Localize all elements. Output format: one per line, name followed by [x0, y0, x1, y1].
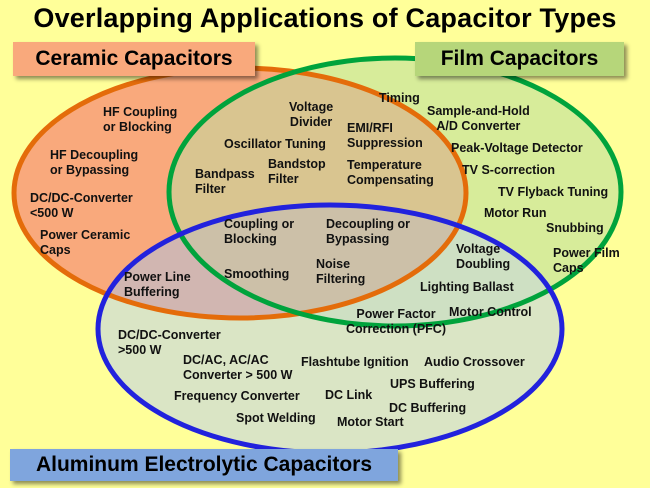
label-tv-s-correction: TV S-correction — [462, 163, 556, 177]
label-flashtube: Flashtube Ignition — [301, 355, 409, 369]
label-power-line-buffering: Power Line Buffering — [124, 270, 191, 299]
label-dc-link: DC Link — [325, 388, 373, 402]
label-motor-control: Motor Control — [449, 305, 532, 319]
label-voltage-doubling: Voltage Doubling — [456, 242, 511, 271]
label-frequency-converter: Frequency Converter — [174, 389, 300, 403]
label-dcac-converter: DC/AC, AC/AC Converter > 500 W — [183, 353, 293, 382]
film-legend-box: Film Capacitors — [415, 42, 624, 76]
label-temp-comp: Temperature Compensating — [347, 158, 434, 187]
label-voltage-divider: Voltage Divider — [289, 100, 334, 129]
label-ups-buffering: UPS Buffering — [390, 377, 475, 391]
label-audio-crossover: Audio Crossover — [424, 355, 525, 369]
label-snubbing: Snubbing — [546, 221, 604, 235]
label-dcdc-lt500: DC/DC-Converter <500 W — [30, 191, 133, 220]
label-power-film: Power Film Caps — [553, 246, 620, 275]
diagram-title: Overlapping Applications of Capacitor Ty… — [33, 3, 617, 33]
label-hf-coupling: HF Coupling or Blocking — [103, 105, 178, 134]
aluminum-legend-box: Aluminum Electrolytic Capacitors — [10, 449, 398, 481]
label-hf-decoupling: HF Decoupling or Bypassing — [50, 148, 139, 177]
label-motor-run: Motor Run — [484, 206, 547, 220]
label-power-ceramic: Power Ceramic Caps — [40, 228, 131, 257]
label-noise-filtering: Noise Filtering — [316, 257, 366, 286]
label-smoothing: Smoothing — [224, 267, 290, 281]
label-pfc: Power Factor Correction (PFC) — [346, 307, 446, 336]
label-lighting-ballast: Lighting Ballast — [420, 280, 514, 294]
label-dc-buffering: DC Buffering — [389, 401, 467, 415]
label-oscillator-tuning: Oscillator Tuning — [224, 137, 326, 151]
label-bandpass: Bandpass Filter — [195, 167, 255, 196]
label-emi-rfi: EMI/RFI Suppression — [347, 121, 423, 150]
label-peak-voltage: Peak-Voltage Detector — [451, 141, 583, 155]
label-spot-welding: Spot Welding — [236, 411, 316, 425]
label-bandstop: Bandstop Filter — [268, 157, 326, 186]
label-decoupling-bypassing: Decoupling or Bypassing — [326, 217, 411, 246]
label-coupling-blocking: Coupling or Blocking — [224, 217, 295, 246]
label-motor-start: Motor Start — [337, 415, 404, 429]
ceramic-legend-box: Ceramic Capacitors — [13, 42, 255, 76]
film-circle-outline — [166, 55, 624, 329]
label-timing: Timing — [379, 91, 420, 105]
label-tv-flyback: TV Flyback Tuning — [498, 185, 609, 199]
label-sample-hold: Sample-and-Hold A/D Converter — [427, 104, 530, 133]
label-dcdc-gt500: DC/DC-Converter >500 W — [118, 328, 221, 357]
